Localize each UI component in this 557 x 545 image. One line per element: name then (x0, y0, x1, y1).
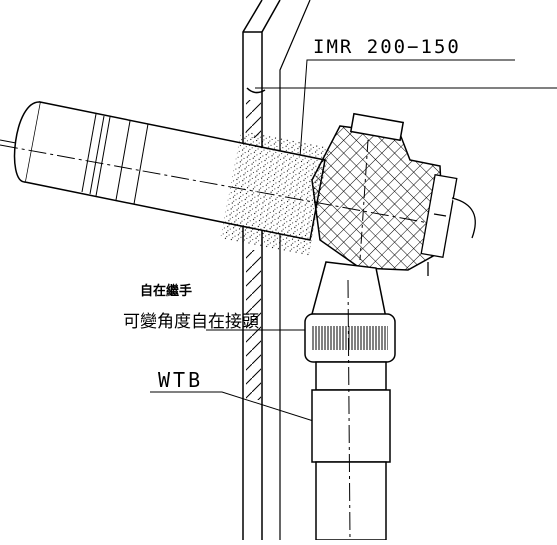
main-pipe (0, 101, 330, 256)
joint-main-label: 可變角度自在接頭 (123, 312, 259, 332)
end-cap (420, 173, 476, 276)
wall-hatch (246, 100, 261, 400)
coupling-body (311, 112, 445, 271)
pipe-type-label: WTB (158, 368, 203, 392)
branch-pipe-centerline (347, 279, 351, 541)
joint-small-label: 自在繼手 (140, 283, 192, 299)
branch-pipe (304, 261, 396, 541)
wall (242, 0, 311, 540)
fitting-model-label: IMR 200−150 (313, 36, 461, 58)
